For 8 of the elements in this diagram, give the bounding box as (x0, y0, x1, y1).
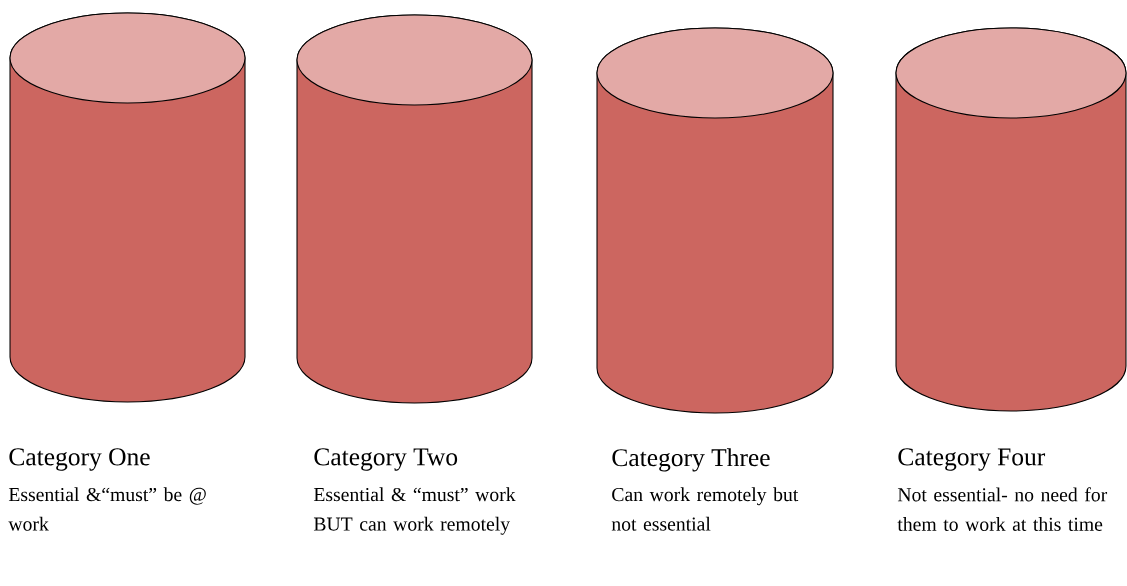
category-description: Essential & “must” work BUT can work remotely (313, 487, 516, 535)
category-heading: Category One (9, 448, 150, 471)
category-heading: Category Four (898, 448, 1046, 471)
category-heading: Category Two (314, 448, 458, 471)
category-description: Essential &“must” be @ work (8, 487, 206, 531)
category-heading: Category Three (612, 448, 770, 472)
category-description: Can work remotely but not essential (611, 487, 799, 531)
category-description: Not essential- no need for them to work at this time (897, 487, 1108, 531)
